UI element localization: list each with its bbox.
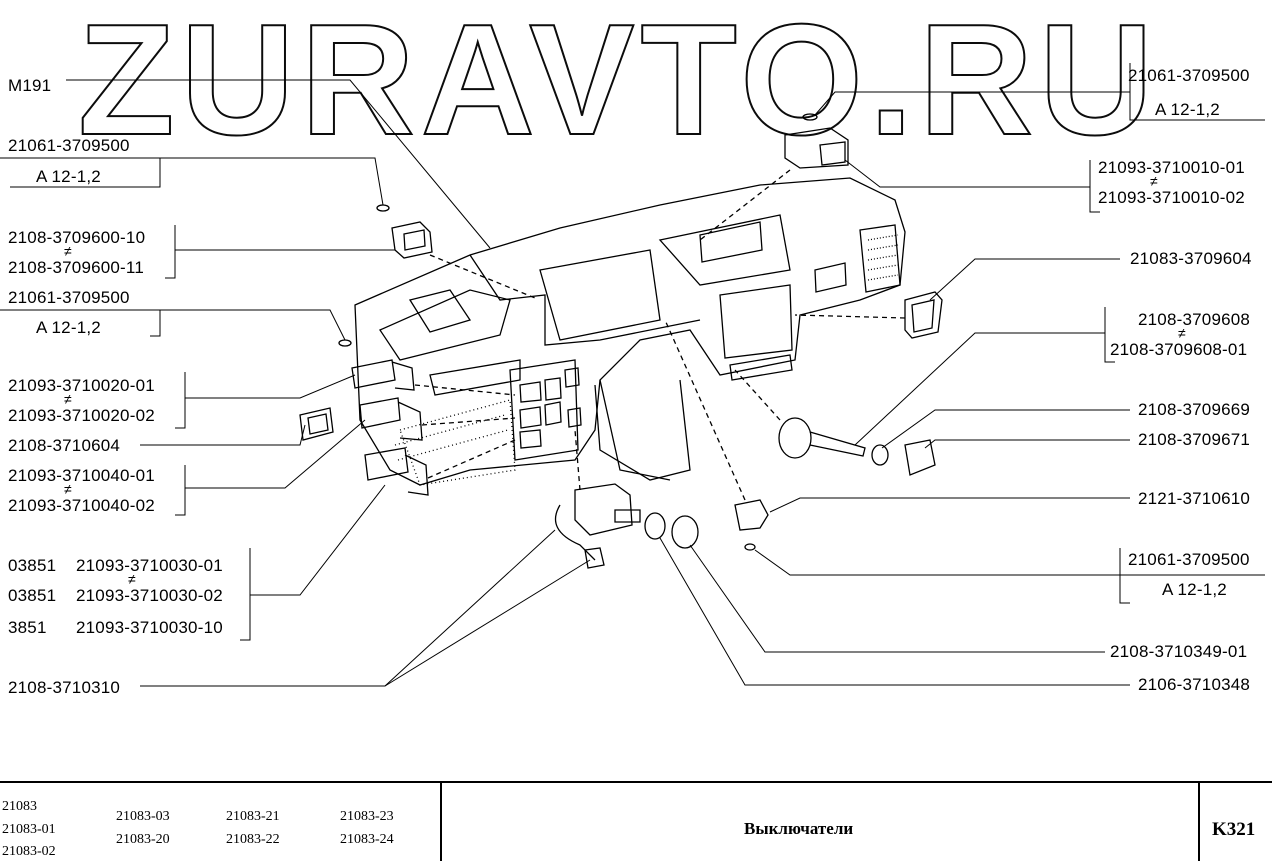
label-21083-3709604: 21083-3709604 xyxy=(1130,249,1252,268)
label-a12-left: A 12-1,2 xyxy=(36,167,101,186)
not-equal-icon: ≠ xyxy=(64,243,72,259)
label-2108-3709600-10: 2108-3709600-10 xyxy=(8,228,146,247)
not-equal-icon: ≠ xyxy=(1150,173,1158,189)
label-2108-3709600-11: 2108-3709600-11 xyxy=(8,258,144,277)
label-03851-b: 03851 xyxy=(8,586,57,605)
switch-upper-left xyxy=(391,221,433,259)
label-2108-3710310: 2108-3710310 xyxy=(8,678,121,697)
label-21093-3710010-01: 21093-3710010-01 xyxy=(1098,158,1245,177)
footer-divider xyxy=(440,783,442,861)
rheostat xyxy=(904,291,943,339)
label-21093-3710030-02: 21093-3710030-02 xyxy=(76,586,223,605)
label-a12-right: A 12-1,2 xyxy=(1155,100,1220,119)
label-a12-left-2: A 12-1,2 xyxy=(36,318,101,337)
switch-left-top xyxy=(351,359,415,391)
label-2121-3710610: 2121-3710610 xyxy=(1138,489,1251,508)
page-code: K321 xyxy=(1212,819,1256,840)
label-21093-3710040-02: 21093-3710040-02 xyxy=(8,496,155,515)
page-title: Выключатели xyxy=(744,819,854,838)
label-21093-3710030-01: 21093-3710030-01 xyxy=(76,556,223,575)
label-21061-3709500-left: 21061-3709500 xyxy=(8,136,130,155)
not-equal-icon: ≠ xyxy=(1178,325,1186,341)
light-switch xyxy=(574,483,641,536)
dashboard-outline xyxy=(354,177,906,486)
not-equal-icon: ≠ xyxy=(128,571,136,587)
switch-small-square xyxy=(299,407,334,441)
model-item: 21083-22 xyxy=(226,832,280,847)
label-03851-a: 03851 xyxy=(8,556,57,575)
label-21061-3709500-left-2: 21061-3709500 xyxy=(8,288,130,307)
not-equal-icon: ≠ xyxy=(64,481,72,497)
model-item: 21083-20 xyxy=(116,832,170,847)
label-2106-3710348: 2106-3710348 xyxy=(1138,675,1251,694)
label-21093-3710010-02: 21093-3710010-02 xyxy=(1098,188,1245,207)
label-2108-3709671: 2108-3709671 xyxy=(1138,430,1251,449)
label-21093-3710040-01: 21093-3710040-01 xyxy=(8,466,155,485)
footer: 21083 21083-01 21083-02 21083-03 21083-2… xyxy=(0,781,1272,861)
model-item: 21083-02 xyxy=(2,844,56,859)
model-item: 21083-01 xyxy=(2,822,56,837)
label-21093-3710020-02: 21093-3710020-02 xyxy=(8,406,155,425)
label-2108-3709669: 2108-3709669 xyxy=(1138,400,1251,419)
switch-left-mid xyxy=(359,397,423,441)
label-21093-3710020-01: 21093-3710020-01 xyxy=(8,376,155,395)
switch-top-right xyxy=(784,127,849,169)
not-equal-icon: ≠ xyxy=(64,391,72,407)
label-21093-3710030-10: 21093-3710030-10 xyxy=(76,618,223,637)
model-item: 21083-24 xyxy=(340,832,394,847)
label-21061-3709500-right: 21061-3709500 xyxy=(1128,66,1250,85)
footer-divider xyxy=(1198,783,1200,861)
model-item: 21083 xyxy=(2,799,37,814)
switch-left-bottom xyxy=(364,447,429,496)
label-3851: 3851 xyxy=(8,618,47,637)
dashboard-diagram xyxy=(0,63,1265,687)
label-2108-3709608-01: 2108-3709608-01 xyxy=(1110,340,1248,359)
model-item: 21083-03 xyxy=(116,809,170,824)
label-a12-right-2: A 12-1,2 xyxy=(1162,580,1227,599)
model-item: 21083-23 xyxy=(340,809,394,824)
model-item: 21083-21 xyxy=(226,809,280,824)
label-2108-3710604: 2108-3710604 xyxy=(8,436,121,455)
label-21061-3709500-right-2: 21061-3709500 xyxy=(1128,550,1250,569)
label-2108-3709608: 2108-3709608 xyxy=(1138,310,1251,329)
label-2108-3710349-01: 2108-3710349-01 xyxy=(1110,642,1248,661)
label-m191: M191 xyxy=(8,76,52,95)
